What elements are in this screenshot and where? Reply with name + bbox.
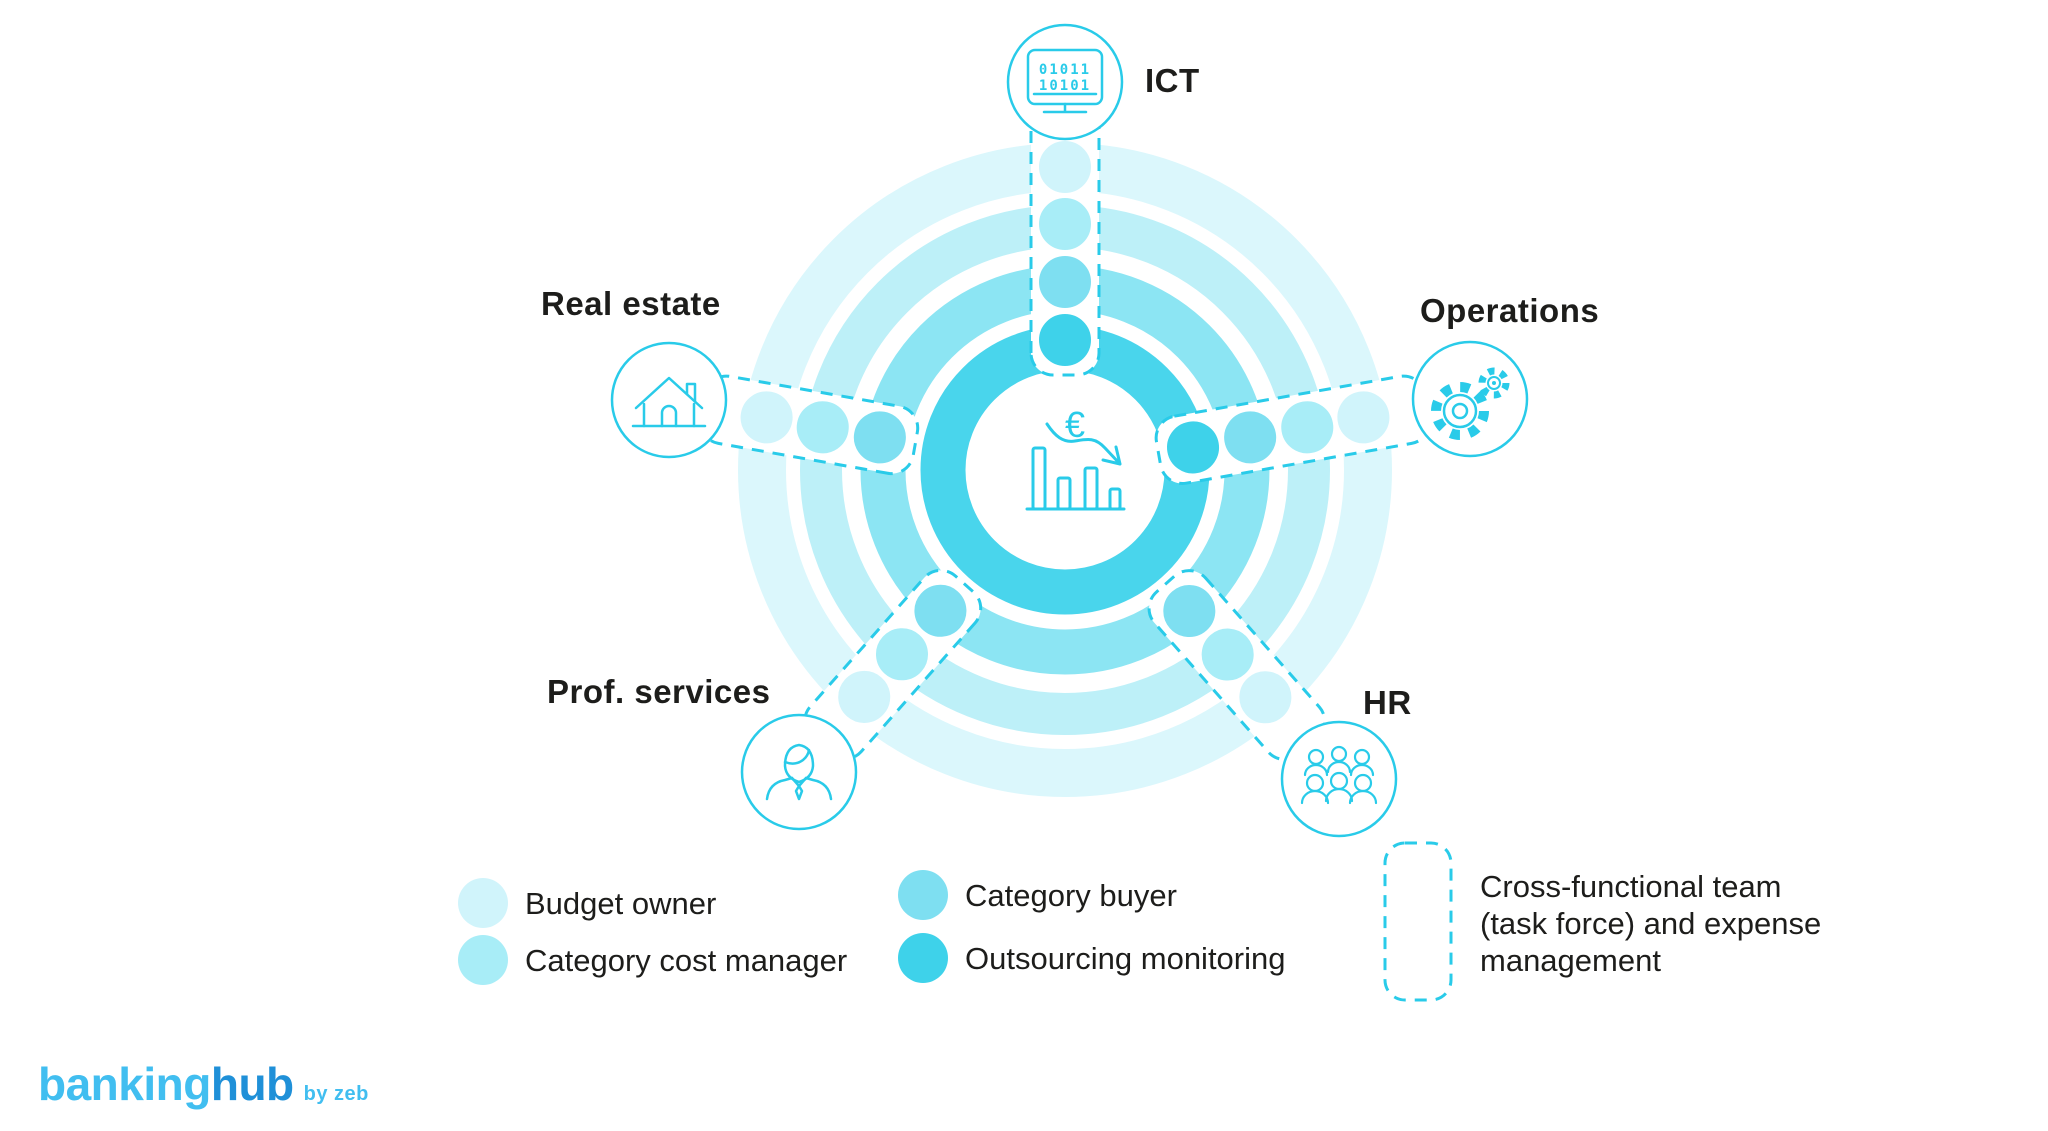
monitor-binary-icon xyxy=(1026,48,1104,114)
euro-symbol: € xyxy=(1065,404,1085,445)
spoke-real-estate xyxy=(698,374,920,476)
bead-budget-owner xyxy=(834,666,895,727)
declining-arrow-icon xyxy=(1045,422,1122,466)
house-icon xyxy=(631,376,707,428)
people-group-icon xyxy=(1300,745,1378,805)
prof-services-icon xyxy=(740,713,858,831)
legend-label-budget-owner: Budget owner xyxy=(525,886,716,921)
bead-budget-owner xyxy=(736,387,797,448)
prof-services-icon-circle xyxy=(740,713,858,831)
ict-icon: 01011 10101 xyxy=(1006,23,1124,141)
label-hr: HR xyxy=(1363,684,1412,721)
legend-cross-functional-box xyxy=(1383,841,1453,1002)
legend-dot-budget-owner xyxy=(458,878,508,928)
logo-hub: hub xyxy=(211,1058,294,1110)
cross-functional-line-3: management xyxy=(1480,943,1661,978)
bead-budget-owner xyxy=(1035,137,1095,197)
spoke-operations xyxy=(1154,374,1432,486)
hr-icon xyxy=(1280,720,1398,838)
spoke-ict xyxy=(1029,100,1101,377)
operations-icon xyxy=(1411,340,1529,458)
logo-banking: banking xyxy=(38,1058,211,1110)
legend-dot-outsourcing-monitoring xyxy=(898,933,948,983)
bankinghub-logo: bankinghub by zeb xyxy=(38,1058,369,1110)
category-labels: ICT Operations Real estate Prof. service… xyxy=(541,62,1599,721)
spoke-hr xyxy=(1147,569,1327,761)
legend: Budget owner Category cost manager Categ… xyxy=(458,841,1821,1002)
legend-labels: Budget owner Category cost manager Categ… xyxy=(525,878,1286,978)
bar-chart-icon xyxy=(1025,446,1126,511)
legend-cross-functional-text: Cross-functional team (task force) and e… xyxy=(1480,869,1821,978)
gears-icon xyxy=(1431,367,1510,440)
real-estate-icon xyxy=(610,341,728,459)
label-ict: ICT xyxy=(1145,62,1200,99)
cross-functional-line-1: Cross-functional team xyxy=(1480,869,1782,904)
legend-label-category-cost-manager: Category cost manager xyxy=(525,943,847,978)
logo-byline: by zeb xyxy=(304,1083,369,1105)
label-real-estate: Real estate xyxy=(541,285,721,322)
legend-dot-category-cost-manager xyxy=(458,935,508,985)
bead-outsourcing-monitoring xyxy=(1035,310,1095,370)
cross-functional-line-2: (task force) and expense xyxy=(1480,906,1821,941)
label-operations: Operations xyxy=(1420,292,1599,329)
hr-icon-circle xyxy=(1280,720,1398,838)
bead-budget-owner xyxy=(1333,387,1394,448)
legend-dot-category-buyer xyxy=(898,870,948,920)
spoke-prof-services xyxy=(803,568,983,761)
bead-category-cost-manager xyxy=(1035,194,1095,254)
binary-line-1: 01011 xyxy=(1039,62,1091,78)
binary-line-2: 10101 xyxy=(1039,78,1091,94)
ict-icon-circle xyxy=(1006,23,1124,141)
ring-outsourcing-monitoring xyxy=(920,325,1210,615)
person-icon xyxy=(765,743,833,801)
bead-category-buyer xyxy=(1035,252,1095,312)
cost-reduction-icon: € xyxy=(1025,404,1126,511)
legend-label-category-buyer: Category buyer xyxy=(965,878,1177,913)
legend-label-outsourcing-monitoring: Outsourcing monitoring xyxy=(965,941,1286,976)
label-prof-services: Prof. services xyxy=(547,673,770,710)
real-estate-icon-circle xyxy=(610,341,728,459)
bead-budget-owner xyxy=(1235,667,1296,728)
